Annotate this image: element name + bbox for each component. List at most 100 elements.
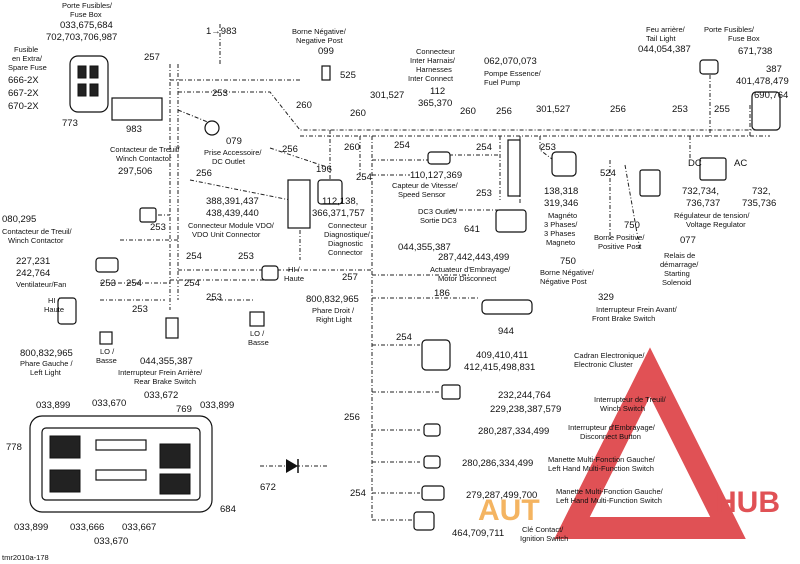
n525: 525 (340, 70, 356, 81)
n256-b: 256 (282, 144, 298, 155)
n254-b: 254 (476, 142, 492, 153)
n253-e: 253 (100, 278, 116, 289)
fuse-box-fr: Porte Fusibles/ (62, 1, 113, 10)
dc3-en: Sortie DC3 (420, 216, 457, 225)
watermark-triangle (554, 347, 746, 539)
n253-c: 253 (476, 188, 492, 199)
fuel-pump-en: Fuel Pump (484, 78, 520, 87)
actuator-en: Motor Disconnect (438, 274, 497, 283)
diag-mid2: Diagnostic (328, 239, 363, 248)
n254-e: 254 (186, 251, 202, 262)
hi-right-1: HI / (288, 265, 301, 274)
main-fuse-box (69, 55, 109, 113)
hi-left-2: Haute (44, 305, 64, 314)
tail-light-nums: 044,054,387 (638, 44, 691, 55)
n253-d: 253 (150, 222, 166, 233)
n641: 641 (464, 224, 480, 235)
cluster-en: Electronic Cluster (574, 360, 633, 369)
n253-a: 253 (212, 88, 228, 99)
fuse-box-en: Fuse Box (70, 10, 102, 19)
n254-f: 254 (184, 278, 200, 289)
cluster-nums1: 409,410,411 (476, 350, 528, 361)
relay-1: Relais de (664, 251, 695, 260)
right-light-nums: 800,832,965 (306, 294, 359, 305)
winch-sw-fr: Interrupteur de Treuil/ (594, 395, 667, 404)
n260-a: 260 (296, 100, 312, 111)
vdo-fr: Connecteur Module VDO/ (188, 221, 275, 230)
left-mf-nums: 280,286,334,499 (462, 458, 533, 469)
speed-fr: Capteur de Vitesse/ (392, 181, 459, 190)
fan-fr: Ventilateur/Fan (16, 280, 66, 289)
n983: 983 (126, 124, 142, 135)
vdo-en: VDO Unit Connector (192, 230, 261, 239)
figure-code: tmr2010a-178 (2, 553, 49, 562)
n186: 186 (434, 288, 450, 299)
cluster-nums2: 412,415,498,831 (464, 362, 535, 373)
voltage-regulator (699, 157, 727, 181)
spare-c: 670-2X (8, 101, 39, 112)
right-mf-fr: Manette Multi-Fonction Gauche/ (556, 487, 664, 496)
left-mf-switch (423, 455, 441, 469)
n254-c: 254 (356, 172, 372, 183)
fuel-pump-fr: Pompe Essence/ (484, 69, 542, 78)
watermark: AUT HUB (478, 347, 780, 539)
hi-right-2: Haute (284, 274, 304, 283)
relay-block (159, 473, 191, 495)
ignition-fr: Clé Contact/ (522, 525, 564, 534)
winch-sw-nums1: 232,244,764 (498, 390, 551, 401)
magneto-1: Magnéto (548, 211, 577, 220)
fuse-slot (77, 83, 87, 97)
n260-b: 260 (350, 108, 366, 119)
tail-light-fr: Feu arrière/ (646, 25, 686, 34)
left-mf-en: Left Hand Multi-Function Switch (548, 464, 654, 473)
reg-nums2: 736,737 (686, 198, 720, 209)
fb-033-666: 033,666 (70, 522, 104, 533)
neg-post-en: Negative Post (296, 36, 344, 45)
lo-right-2: Basse (248, 338, 269, 347)
magneto-nums2: 319,346 (544, 198, 578, 209)
winch-contactor-en: Winch Contactor (116, 154, 172, 163)
fuse-box2-fr: Porte Fusibles/ (704, 25, 755, 34)
diag-en: Connector (328, 248, 363, 257)
left-headlight (57, 297, 77, 325)
disconnect-button (423, 423, 441, 437)
n301-527-a: 301,527 (370, 90, 404, 101)
tail-light (699, 59, 719, 75)
spare-fuse-1: Fusible (14, 45, 38, 54)
front-brake-switch (481, 299, 533, 315)
speed-en: Speed Sensor (398, 190, 446, 199)
n253-b: 253 (540, 142, 556, 153)
fb-033-899-a: 033,899 (36, 400, 70, 411)
dc-label: DC (688, 158, 702, 169)
neg-post2-en: Négative Post (540, 277, 588, 286)
fb-684: 684 (220, 504, 236, 515)
n690-764: 690,764 (754, 90, 788, 101)
n257-top: 257 (144, 52, 160, 63)
front-brake-fr: Interrupteur Frein Avant/ (596, 305, 678, 314)
accessory-fr: Prise Accessoire/ (204, 148, 262, 157)
right-mf-en: Left Hand Multi-Function Switch (556, 496, 662, 505)
n196: 196 (316, 164, 332, 175)
relay-3: Starting (664, 269, 690, 278)
n253-h: 253 (206, 292, 222, 303)
diode-672: 672 (260, 482, 276, 493)
winch-cont2-fr: Contacteur de Treuil/ (2, 227, 73, 236)
n773: 773 (62, 118, 78, 129)
n254-d: 254 (126, 278, 142, 289)
rear-brake-fr: Interrupteur Frein Arrière/ (118, 368, 203, 377)
disconnect-fr: Interrupteur d'Embrayage/ (568, 423, 656, 432)
n260-c: 260 (460, 106, 476, 117)
n254-h: 254 (350, 488, 366, 499)
fb-033-899-c: 033,899 (14, 522, 48, 533)
fan-nums2: 242,764 (16, 268, 50, 279)
relay-block (49, 469, 81, 493)
labels: Porte Fusibles/ Fuse Box 033,675,684 702… (2, 1, 789, 562)
disconnect-nums: 280,287,334,499 (478, 426, 549, 437)
pos-post-fr: Borne Positive/ (594, 233, 645, 242)
connector-en: Inter Connect (408, 74, 454, 83)
n260-d: 260 (344, 142, 360, 153)
winch-cont2-en: Winch Contactor (8, 236, 64, 245)
conn-nums1: 112 (430, 86, 445, 97)
